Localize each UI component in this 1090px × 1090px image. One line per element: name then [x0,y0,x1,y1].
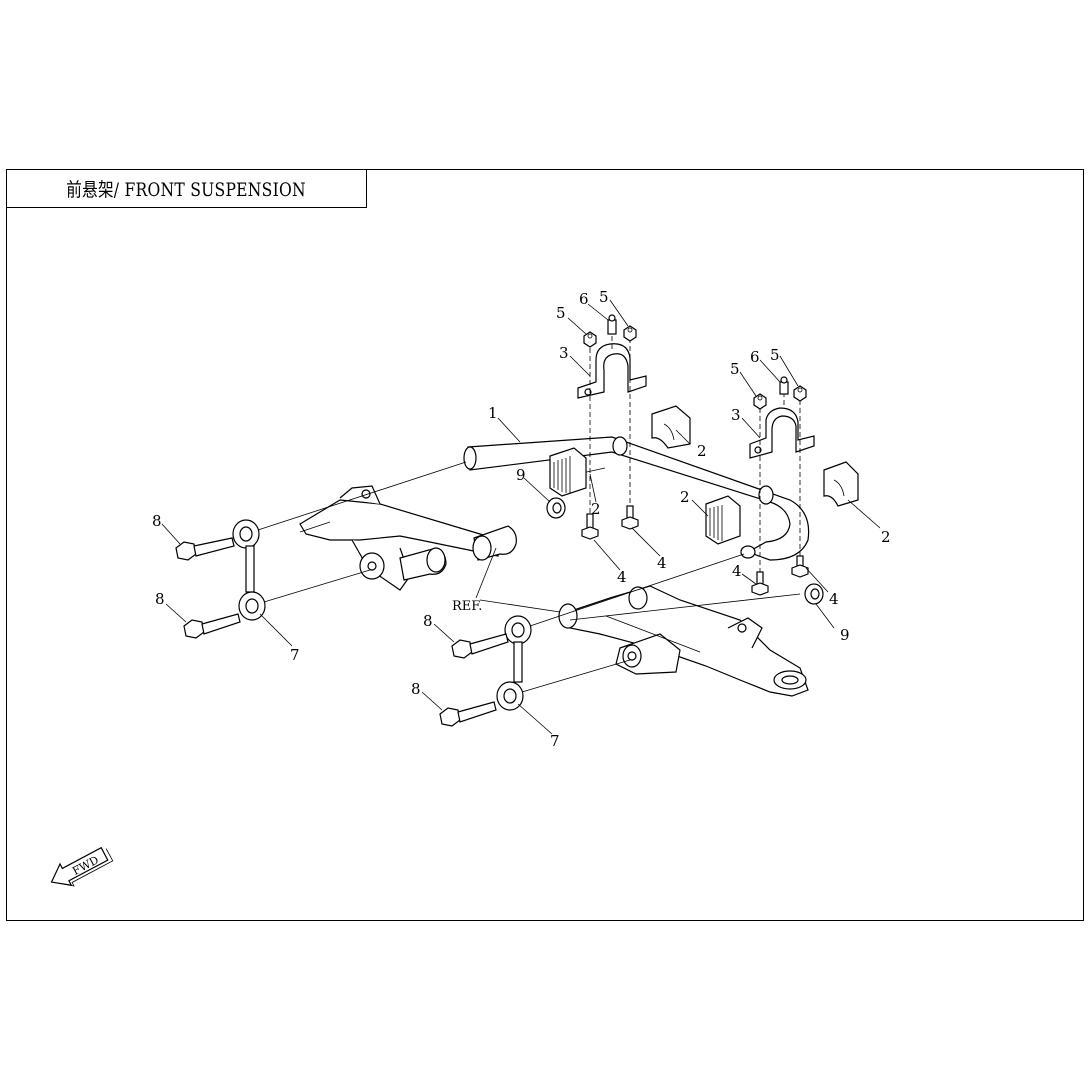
bolt-8c [451,633,509,659]
bolt-8a [175,537,235,561]
bush-half-top-right [823,461,859,507]
callout-5a: 5 [556,304,566,322]
callout-3a: 3 [559,344,569,362]
washer-9b [804,583,824,605]
stabilizer-bar [463,436,810,561]
callout-4b: 4 [657,554,667,572]
bracket-left [577,343,647,399]
bolt-4a [581,513,599,540]
callout-8c: 8 [423,612,433,630]
callout-2b: 2 [591,500,601,518]
callout-9b: 9 [840,626,850,644]
bush-left [549,447,587,497]
callout-3b: 3 [731,406,741,424]
callout-9a: 9 [516,466,526,484]
callout-8a: 8 [152,512,162,530]
ref-label: REF. [452,599,482,614]
grease-nipple-6a [607,314,617,335]
callout-2c: 2 [680,488,690,506]
callout-4c: 4 [732,562,742,580]
grease-nipple-6b [779,376,789,395]
bolt-8d [439,701,497,727]
callout-8b: 8 [155,590,165,608]
stabilizer-link-right [496,615,532,711]
callout-8d: 8 [411,680,421,698]
callout-5b: 5 [599,288,609,306]
bolt-4c [751,571,769,596]
callout-7a: 7 [290,646,300,664]
title-block: 前悬架/ FRONT SUSPENSION [6,169,367,208]
bush-right [705,495,741,545]
bolt-4d [791,555,809,578]
callout-5c: 5 [730,360,740,378]
callout-2d: 2 [881,528,891,546]
nut-5c [753,393,767,410]
drawing-frame [6,169,1084,921]
bolt-4b [621,505,639,530]
assembly-center-lines [589,330,801,575]
nut-5a [583,331,597,348]
bracket-right [749,407,815,459]
page-title: 前悬架/ FRONT SUSPENSION [66,179,307,201]
callout-6b: 6 [750,348,760,366]
callout-2a: 2 [697,442,707,460]
nut-5b [623,325,637,342]
callout-4d: 4 [829,590,839,608]
right-lower-arm [558,585,809,697]
left-lower-arm [299,485,517,591]
callout-4a: 4 [617,568,627,586]
link-assembly-lines [257,461,801,693]
washer-9a [546,497,566,519]
callout-7b: 7 [550,732,560,750]
leader-lines [161,299,881,735]
bolt-8b [183,613,241,639]
nut-5d [793,385,807,402]
callout-6a: 6 [579,290,589,308]
callout-labels: 1 5 6 5 3 5 6 5 3 2 2 2 2 9 9 4 4 4 4 8 … [152,288,891,750]
callout-5d: 5 [770,346,780,364]
bush-half-top-left [651,405,691,449]
forward-arrow-icon: FWD [50,846,114,887]
stabilizer-link-left [232,519,266,621]
callout-1: 1 [488,404,498,422]
